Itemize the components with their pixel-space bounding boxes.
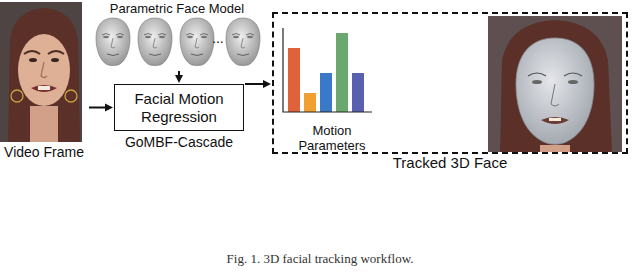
- node-label: Motion Parameters: [280, 124, 384, 154]
- ellipsis-label: ...: [212, 30, 224, 46]
- chart-group: Motion Parameters: [280, 28, 384, 154]
- flow-arrow: [89, 104, 113, 112]
- video-frame-photo: [0, 2, 82, 142]
- video-frame: Video Frame: [0, 2, 88, 160]
- node-label: Video Frame: [0, 144, 88, 160]
- face-model-group: Parametric Face Model: [92, 2, 262, 70]
- process-box: Facial Motion RegressionGoMBF-Cascade: [114, 84, 244, 131]
- node-label: Parametric Face Model: [92, 2, 262, 17]
- arrow-line: [89, 107, 106, 109]
- flow-arrow: [245, 80, 271, 88]
- tracked-face-photo: [488, 16, 622, 152]
- arrow-line: [245, 83, 264, 85]
- node-label: GoMBF-Cascade: [95, 134, 263, 150]
- figure-caption: Fig. 1. 3D facial tracking workflow.: [0, 251, 640, 267]
- node-label: Tracked 3D Face: [274, 154, 626, 171]
- bar-chart: [283, 28, 372, 112]
- output-group: Motion ParametersTracked 3D Face: [272, 12, 628, 154]
- flow-arrow: [175, 71, 183, 83]
- arrow-head: [263, 80, 271, 88]
- arrow-head: [175, 75, 183, 83]
- face-mesh-row: [96, 18, 260, 66]
- arrow-head: [105, 104, 113, 112]
- node-label: Facial Motion Regression: [115, 87, 243, 128]
